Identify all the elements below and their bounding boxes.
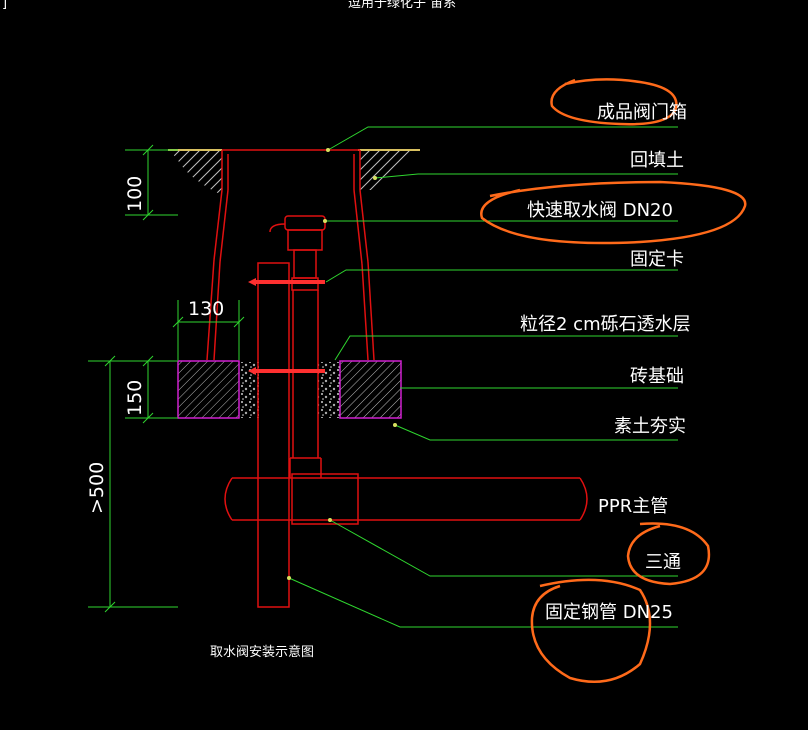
fixing-clamps	[248, 278, 325, 375]
drawing-top-title: 逗用于绿化子 宙系	[348, 0, 457, 11]
dim-130: 130	[188, 298, 225, 320]
brick-base	[177, 360, 402, 419]
ppr-main-pipe	[224, 473, 588, 525]
leader-lines	[288, 126, 678, 628]
label-quick-valve: 快速取水阀 DN20	[527, 200, 673, 221]
dim-500: >500	[86, 461, 108, 514]
riser-pipe	[289, 290, 322, 478]
steel-pipe	[257, 262, 290, 608]
label-ppr-main-pipe: PPR主管	[598, 496, 669, 517]
leader-dots	[287, 148, 397, 580]
label-tee: 三通	[645, 552, 681, 573]
label-backfill-soil: 回填土	[630, 150, 684, 171]
label-fixing-clamp: 固定卡	[630, 249, 684, 270]
quick-valve	[269, 215, 326, 291]
annotation-marks	[480, 78, 747, 684]
drawing-caption: 取水阀安装示意图	[210, 645, 315, 660]
label-valve-box: 成品阀门箱	[597, 102, 687, 123]
valve-box-outline	[206, 149, 375, 361]
label-compacted-soil: 素土夯实	[614, 416, 686, 437]
label-steel-pipe: 固定钢管 DN25	[545, 602, 673, 623]
corner-mark: ]	[2, 0, 8, 11]
label-gravel-layer: 粒径2 cm砾石透水层	[520, 314, 691, 335]
dimension-lines	[88, 144, 245, 613]
backfill-soil-area	[168, 149, 420, 195]
label-brick-base: 砖基础	[630, 366, 684, 387]
dim-150: 150	[124, 379, 146, 416]
gravel-layer	[239, 362, 340, 418]
dim-100: 100	[124, 175, 146, 212]
